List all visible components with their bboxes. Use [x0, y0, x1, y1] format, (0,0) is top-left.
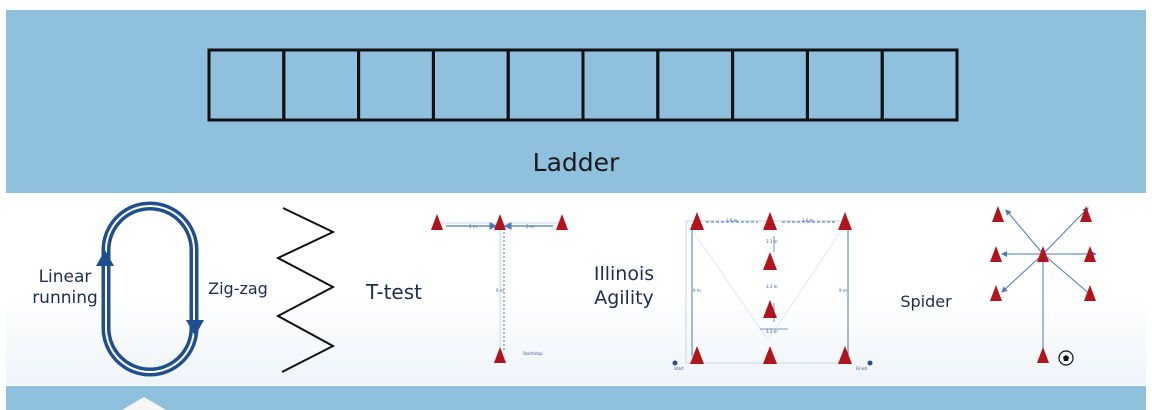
cone-icon: [838, 346, 852, 364]
spider-diagram: [990, 206, 1097, 366]
ladder-label: Ladder: [532, 148, 620, 177]
cone-icon: [990, 285, 1002, 301]
illinois-agility-label-line-1: Illinois: [593, 263, 655, 285]
cone-icon: [1084, 246, 1096, 262]
illinois-agility-label: Illinois Agility: [580, 263, 668, 311]
cone-icon: [763, 346, 777, 364]
zig-zag-label: Zig-zag: [208, 279, 268, 298]
illinois-side-right-mark: 9 m: [839, 288, 847, 293]
t-test-start-mark: Start/stop: [523, 351, 543, 356]
ladder-diagram: [207, 48, 959, 122]
spider-label: Spider: [900, 292, 952, 311]
cone-icon: [556, 214, 568, 230]
t-test-width-left-mark: 5 m: [469, 224, 477, 229]
illinois-top-left-mark: 1.6 m: [726, 218, 738, 223]
ladder-panel: Ladder: [6, 10, 1146, 193]
cone-icon: [990, 246, 1002, 262]
cone-icon: [1037, 246, 1049, 262]
illinois-cone-gap-b-mark: 3.3 m: [766, 284, 778, 289]
illinois-finish-mark: Finish: [856, 366, 868, 371]
cone-icon: [838, 212, 852, 230]
t-test-diagram: 5 m 5 m 9 m Start/stop: [431, 214, 568, 363]
bottom-tab-notch: [122, 397, 166, 410]
cone-icon: [1080, 206, 1092, 222]
cone-icon: [1084, 285, 1096, 301]
cone-icon: [431, 214, 443, 230]
track-arrow-down-icon: [186, 320, 204, 336]
linear-running-label-line-2: running: [32, 288, 98, 309]
bottom-band: [6, 386, 1146, 410]
illinois-top-right-mark: 1.6 m: [802, 218, 814, 223]
start-marker-icon: [672, 360, 678, 366]
linear-running-label-line-1: Linear: [38, 267, 92, 287]
linear-running-track: [96, 201, 204, 377]
cone-icon: [763, 212, 777, 230]
cone-icon: [763, 300, 777, 318]
finish-marker-icon: [867, 360, 873, 366]
illinois-agility-label-line-2: Agility: [594, 286, 654, 309]
cone-icon: [763, 252, 777, 270]
cone-icon: [690, 212, 704, 230]
t-test-width-right-mark: 5 m: [526, 224, 534, 229]
illinois-side-left-mark: 9 m: [693, 288, 701, 293]
ladder-square: [880, 48, 959, 122]
cone-icon: [992, 206, 1004, 222]
illinois-agility-diagram: 1.6 m 1.6 m 9 m 9 m 3.3 m 3.3 m 3.3 m St…: [672, 212, 873, 371]
linear-running-label: Linear running: [26, 267, 104, 310]
cone-icon: [494, 214, 506, 230]
ladder: [207, 48, 959, 122]
track-arrow-up-icon: [96, 250, 114, 266]
t-test-length-mark: 9 m: [496, 288, 504, 293]
illinois-cone-gap-a-mark: 3.3 m: [766, 239, 778, 244]
cone-icon: [690, 346, 704, 364]
illinois-cone-gap-c-mark: 3.3 m: [766, 329, 778, 334]
cone-icon: [494, 347, 506, 363]
t-test-label: T-test: [365, 280, 422, 304]
soccer-ball-icon: [1058, 350, 1074, 366]
illinois-start-mark: Start: [674, 366, 684, 371]
cone-icon: [1037, 347, 1049, 363]
zig-zag-line: [275, 207, 336, 373]
